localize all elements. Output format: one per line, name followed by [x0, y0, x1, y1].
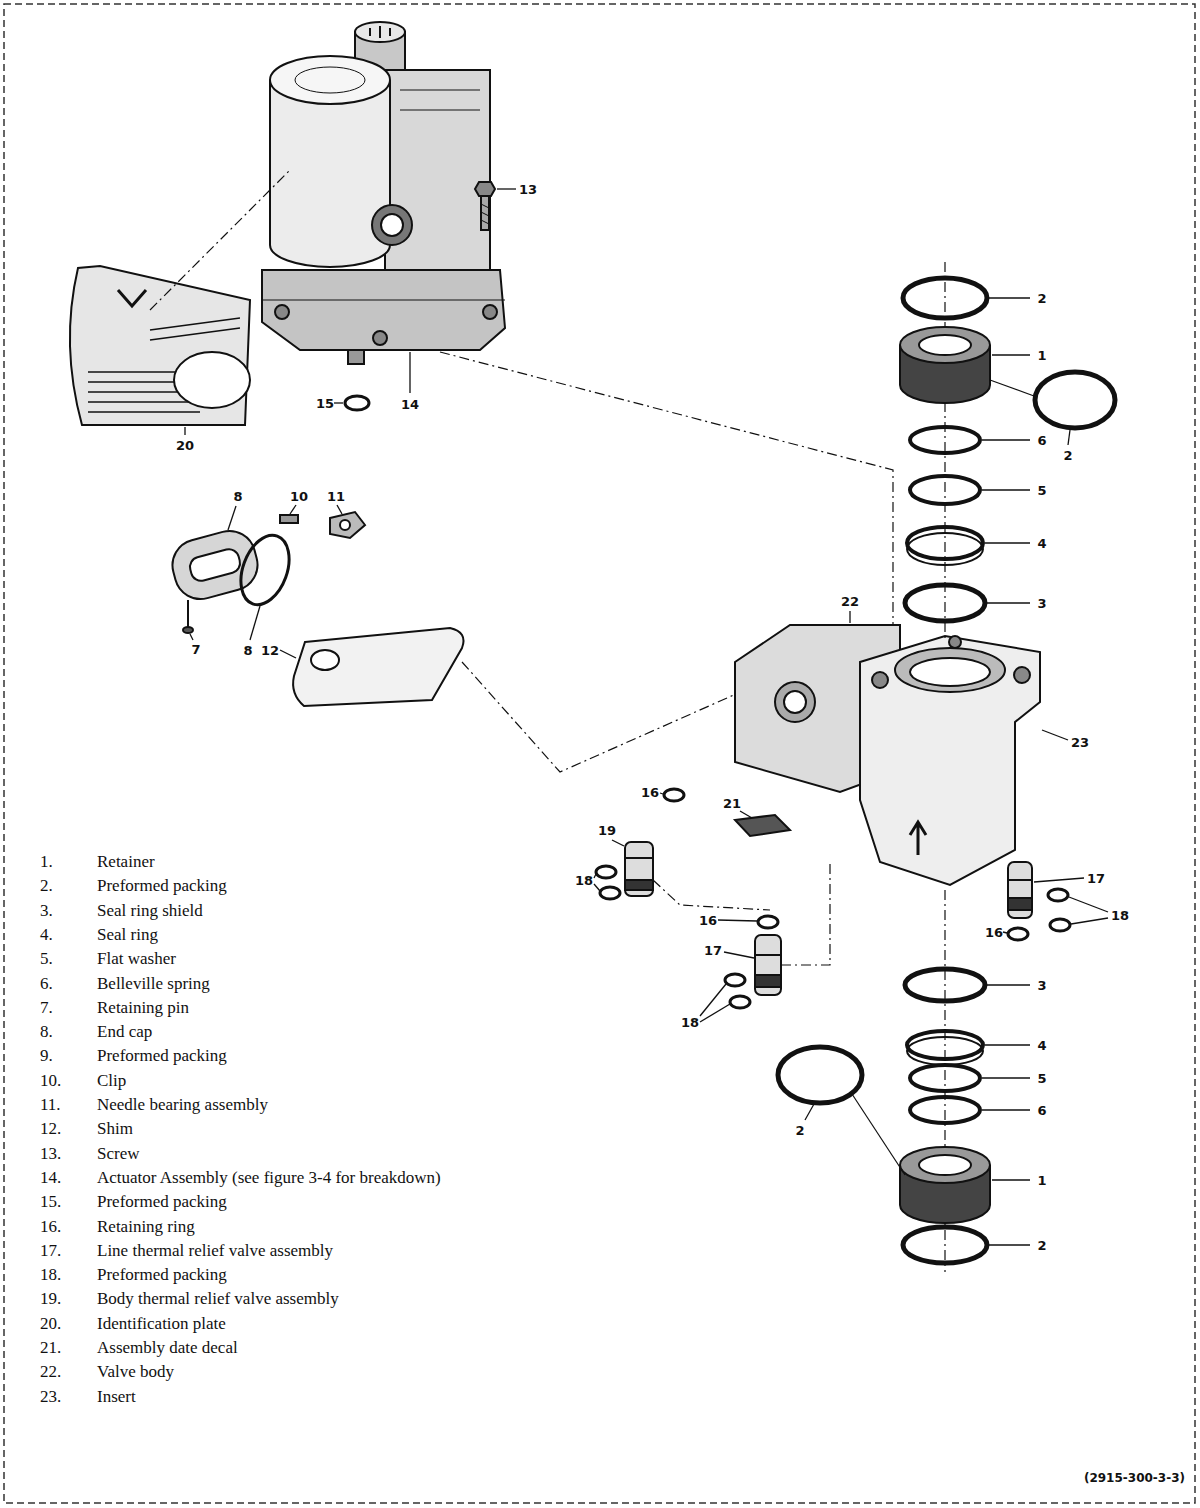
callout-number: 13: [519, 183, 537, 196]
callout-number: 18: [681, 1016, 699, 1029]
parts-list-number: 19.: [40, 1290, 61, 1309]
parts-list-number: 20.: [40, 1314, 61, 1333]
parts-list-number: 23.: [40, 1387, 61, 1406]
parts-list-name: Preformed packing: [97, 1193, 227, 1212]
parts-list-name: End cap: [97, 1023, 152, 1042]
parts-list-number: 18.: [40, 1266, 61, 1285]
parts-list-name: Flat washer: [97, 950, 176, 969]
parts-list-name: Valve body: [97, 1363, 174, 1382]
callout-number: 3: [1037, 979, 1046, 992]
relief-valves: [596, 789, 1070, 1008]
parts-list-name: Seal ring shield: [97, 901, 203, 920]
callout-number: 16: [641, 786, 659, 799]
callout-number: 3: [1037, 597, 1046, 610]
parts-list-name: Actuator Assembly (see figure 3-4 for br…: [97, 1169, 441, 1188]
parts-list-name: Assembly date decal: [97, 1339, 238, 1358]
callout-number: 21: [723, 797, 741, 810]
callout-number: 11: [327, 490, 345, 503]
callout-number: 22: [841, 595, 859, 608]
callout-number: 17: [704, 944, 722, 957]
parts-list-number: 22.: [40, 1363, 61, 1382]
figure-number: (2915-300-3-3): [1084, 1472, 1185, 1484]
parts-list-number: 8.: [40, 1023, 53, 1042]
lower-seal-stack: [778, 890, 990, 1272]
callout-number: 2: [795, 1124, 804, 1137]
parts-list-number: 2.: [40, 877, 53, 896]
parts-list-number: 4.: [40, 926, 53, 945]
callout-number: 5: [1037, 484, 1046, 497]
parts-list-name: Shim: [97, 1120, 133, 1139]
parts-list-number: 7.: [40, 998, 53, 1017]
end-cap-group: [167, 512, 745, 772]
callout-number: 2: [1037, 1239, 1046, 1252]
callout-number: 2: [1063, 449, 1072, 462]
parts-list-number: 16.: [40, 1217, 61, 1236]
parts-list-number: 10.: [40, 1071, 61, 1090]
valve-body: [735, 625, 1040, 885]
parts-list-name: Identification plate: [97, 1314, 226, 1333]
parts-list-number: 21.: [40, 1339, 61, 1358]
callout-number: 17: [1087, 872, 1105, 885]
callout-number: 10: [290, 490, 308, 503]
parts-list-name: Belleville spring: [97, 974, 210, 993]
parts-list-name: Retaining pin: [97, 998, 189, 1017]
parts-list-name: Preformed packing: [97, 1047, 227, 1066]
parts-list-name: Body thermal relief valve assembly: [97, 1290, 339, 1309]
actuator-assembly: [262, 22, 505, 410]
upper-seal-stack: [900, 262, 1115, 640]
callout-number: 5: [1037, 1072, 1046, 1085]
callout-number: 1: [1037, 1174, 1046, 1187]
assembly-line: [440, 352, 893, 625]
parts-list-number: 17.: [40, 1241, 61, 1260]
callout-number: 15: [316, 397, 334, 410]
callout-number: 16: [699, 914, 717, 927]
callout-number: 19: [598, 824, 616, 837]
parts-list-name: Retainer: [97, 853, 155, 872]
callout-number: 16: [985, 926, 1003, 939]
callout-number: 2: [1037, 292, 1046, 305]
parts-list-name: Screw: [97, 1144, 139, 1163]
callout-number: 12: [261, 644, 279, 657]
parts-list-number: 13.: [40, 1144, 61, 1163]
parts-list-number: 14.: [40, 1169, 61, 1188]
callout-number: 4: [1037, 1039, 1046, 1052]
parts-list-number: 6.: [40, 974, 53, 993]
leader-lines: [185, 189, 1108, 1245]
callout-number: 1: [1037, 349, 1046, 362]
parts-list-name: Needle bearing assembly: [97, 1096, 268, 1115]
parts-list-number: 11.: [40, 1096, 61, 1115]
parts-list-number: 12.: [40, 1120, 61, 1139]
callout-number: 18: [575, 874, 593, 887]
callout-number: 23: [1071, 736, 1089, 749]
parts-list-number: 9.: [40, 1047, 53, 1066]
callout-number: 18: [1111, 909, 1129, 922]
callout-number: 4: [1037, 537, 1046, 550]
callout-number: 7: [191, 643, 200, 656]
parts-list-name: Insert: [97, 1387, 136, 1406]
parts-list-number: 5.: [40, 950, 53, 969]
callout-number: 20: [176, 439, 194, 452]
parts-list-name: Line thermal relief valve assembly: [97, 1241, 333, 1260]
callout-number: 8: [243, 644, 252, 657]
page-frame: [4, 4, 1195, 1503]
parts-list-name: Preformed packing: [97, 1266, 227, 1285]
callout-number: 14: [401, 398, 419, 411]
parts-list-number: 3.: [40, 901, 53, 920]
identification-plate: [70, 170, 290, 425]
parts-list-number: 1.: [40, 853, 53, 872]
callout-number: 8: [233, 490, 242, 503]
callout-number: 6: [1037, 1104, 1046, 1117]
callout-number: 6: [1037, 434, 1046, 447]
parts-list-name: Preformed packing: [97, 877, 227, 896]
parts-list-number: 15.: [40, 1193, 61, 1212]
parts-list-name: Clip: [97, 1071, 126, 1090]
parts-list-name: Retaining ring: [97, 1217, 195, 1236]
parts-list-name: Seal ring: [97, 926, 158, 945]
